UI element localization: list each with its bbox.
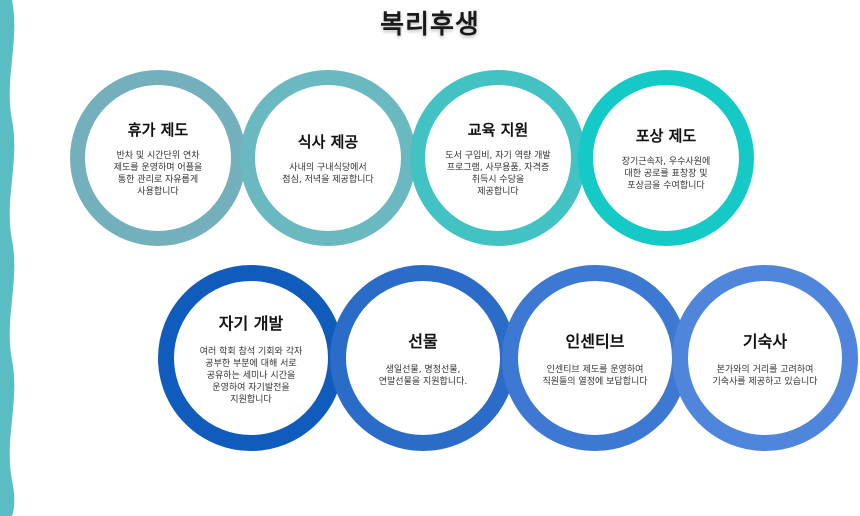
page-title: 복리후생: [380, 10, 480, 40]
benefit-title: 교육 지원: [467, 120, 529, 139]
benefit-title: 선물: [408, 332, 438, 351]
benefit-circle-gift: 선물 생일선물, 명정선물,연말선물을 지원합니다.: [330, 265, 516, 451]
benefit-title: 자기 개발: [218, 314, 284, 333]
benefit-title: 식사 제공: [297, 132, 359, 151]
decorative-wave: [0, 0, 15, 516]
benefit-description: 생일선물, 명정선물,연말선물을 지원합니다.: [378, 365, 468, 387]
benefit-title: 포상 제도: [635, 126, 697, 145]
benefit-title: 휴가 제도: [127, 120, 189, 139]
benefit-title: 기숙사: [742, 332, 788, 351]
benefit-title: 인센티브: [565, 332, 625, 351]
